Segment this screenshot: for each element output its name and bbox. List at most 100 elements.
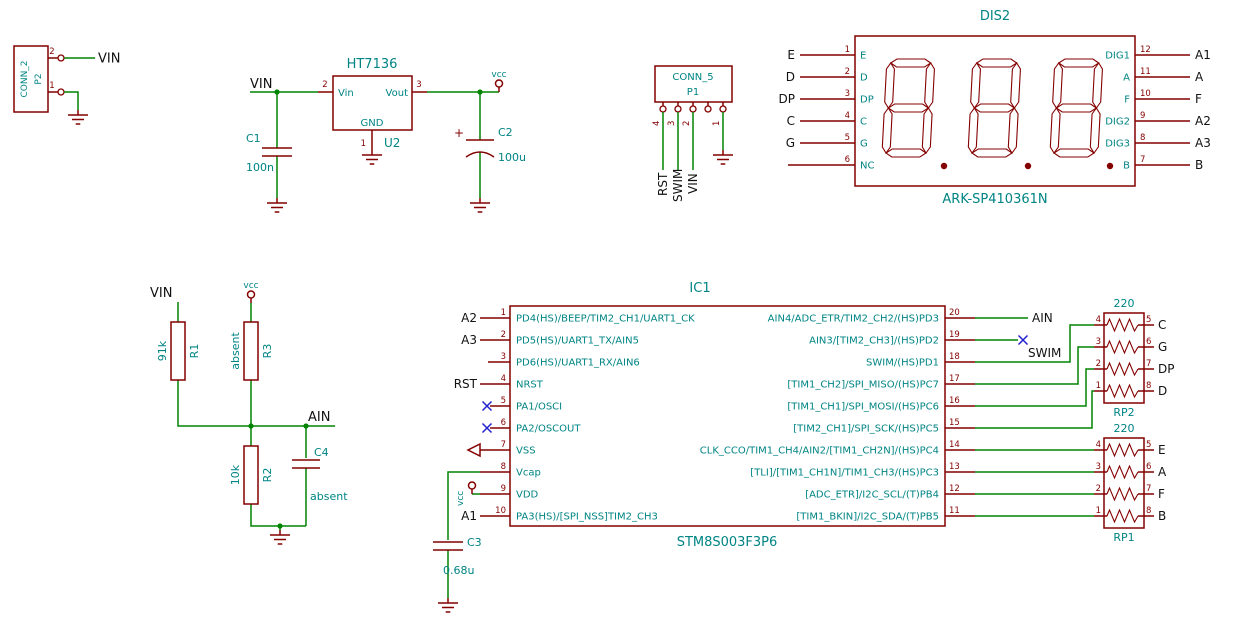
net-label: A: [1195, 70, 1204, 84]
net-label-swim: SWIM: [1028, 346, 1061, 360]
display-left-pin-stubs: [788, 54, 855, 166]
mcu-ic1: IC1 STM8S003F3P6 1 2 3 4 5 6 7 8 9 10 PD…: [433, 281, 1094, 613]
rp1-pin-number: 5: [1146, 440, 1151, 450]
c2-ref: C2: [498, 126, 513, 139]
ic1-pin-number: 2: [501, 330, 506, 340]
ic1-pin-number: 1: [501, 308, 506, 318]
display-pin-name: DIG3: [1105, 139, 1130, 150]
vcc-label: vcc: [243, 281, 258, 291]
display-pin-name: D: [860, 73, 868, 84]
rp2-ref: RP2: [1113, 406, 1134, 419]
net-label: A1: [461, 509, 477, 523]
ic1-pin-name: [TIM2_CH1]/SPI_SCK/(HS)PC5: [793, 424, 939, 435]
net-label: RST: [454, 377, 478, 391]
regulator-pin-gnd: GND: [361, 118, 384, 129]
conn5-pin-stubs: [662, 102, 724, 106]
connector-p1: CONN_5 P1 4 3 2 1 RST SWIM VIN: [652, 65, 734, 202]
net-label: A: [1158, 465, 1167, 479]
display-pin-number: 10: [1140, 89, 1151, 99]
ic1-pin-name: VSS: [516, 446, 536, 457]
ic1-part: STM8S003F3P6: [677, 535, 778, 550]
c4-value: absent: [310, 490, 348, 503]
rp1-pin-number: 3: [1096, 462, 1101, 472]
rp2-pin-number: 3: [1096, 337, 1101, 347]
capacitor-c1: [262, 147, 292, 157]
rp1-ref: RP1: [1113, 531, 1134, 544]
net-label: E: [787, 48, 795, 62]
rp1-pin-number: 2: [1096, 484, 1101, 494]
capacitor-c2: [465, 139, 495, 158]
conn5-pin-number: 3: [667, 121, 677, 126]
conn2-value: CONN_2: [20, 60, 30, 97]
voltage-divider: VIN AIN vcc 91k R1 absent R3 10k R2 C4 a…: [150, 281, 348, 545]
pin-circle: [57, 88, 65, 96]
display-pin-number: 3: [845, 89, 850, 99]
ic1-ref: IC1: [689, 281, 710, 296]
decimal-point: [1106, 162, 1114, 170]
net-label: F: [1195, 92, 1202, 106]
c2-plus-sign: +: [454, 126, 464, 140]
divider-wires: [177, 302, 335, 530]
ic1-pin-number: 19: [949, 330, 960, 340]
rp2-pin-number: 4: [1096, 315, 1101, 325]
net-label-swim: SWIM: [671, 169, 685, 202]
rp2-pin-stubs: [1094, 324, 1154, 392]
ic1-pin-name: VDD: [516, 490, 539, 501]
display-pin-name: NC: [860, 161, 874, 172]
conn2-body: [13, 45, 49, 113]
conn5-ref: P1: [687, 87, 699, 98]
ic1-pin-number: 11: [949, 506, 960, 516]
regulator-wires: [250, 91, 499, 198]
ic1-right-pin-stubs: [945, 317, 975, 517]
display-pin-number: 12: [1140, 45, 1151, 55]
r3-value: absent: [229, 332, 242, 370]
ic1-pin-number: 3: [501, 352, 506, 362]
c1-ref: C1: [246, 132, 261, 145]
display-pin-number: 9: [1140, 111, 1145, 121]
ic1-left-pin-stubs: [480, 317, 510, 517]
rp2-pin-number: 5: [1146, 315, 1151, 325]
conn5-pin-number: 1: [712, 121, 722, 126]
display-pin-name: E: [860, 51, 866, 62]
display-pin-number: 2: [845, 67, 850, 77]
net-label-rst: RST: [656, 172, 670, 196]
regulator-pin-vout: Vout: [386, 88, 409, 99]
display-pin-name: C: [860, 117, 867, 128]
display-pin-number: 7: [1140, 155, 1145, 165]
regulator-pin1-number: 1: [361, 139, 366, 149]
c4-ref: C4: [314, 446, 329, 459]
display-pin-name: F: [1124, 95, 1130, 106]
ic1-pin-name: PD6(HS)/UART1_RX/AIN6: [516, 358, 640, 369]
net-label: E: [1158, 443, 1166, 457]
r2-value: 10k: [229, 464, 242, 485]
vcc-label: vcc: [456, 491, 466, 506]
display-dis2: DIS2 ARK-SP410361N 1 2 3 4 5 6 E D DP C …: [779, 9, 1211, 207]
ic1-pin-name: [TLI]/[TIM1_CH1N]/TIM1_CH3/(HS)PC3: [750, 468, 939, 479]
pin-circle: [659, 105, 667, 113]
r2-ref: R2: [261, 468, 274, 483]
net-label: DP: [779, 92, 795, 106]
display-part: ARK-SP410361N: [942, 192, 1047, 207]
display-pin-number: 11: [1140, 67, 1151, 77]
display-pin-name: G: [860, 139, 868, 150]
ic1-pin-number: 13: [949, 462, 960, 472]
junction-dot: [274, 89, 280, 95]
net-label-ain: AIN: [1032, 311, 1053, 325]
rp1-pin-number: 8: [1146, 506, 1151, 516]
net-label-vin: VIN: [98, 52, 120, 67]
rp2-pin-number: 2: [1096, 359, 1101, 369]
regulator-u2: HT7136 Vin Vout GND 2 3 1 U2 VIN C1 100n…: [246, 57, 526, 213]
net-label: G: [1158, 340, 1167, 354]
ic1-pin-name: PA3(HS)/[SPI_NSS]TIM2_CH3: [516, 512, 658, 523]
resistor-r2: [243, 445, 259, 505]
ic1-pin-number: 10: [495, 506, 506, 516]
junction-dot: [277, 523, 283, 529]
junction-dot: [248, 423, 254, 429]
r1-value: 91k: [156, 340, 169, 361]
ic1-pin-number: 8: [501, 462, 506, 472]
ic1-pin-name: CLK_CCO/TIM1_CH4/AIN2/[TIM1_CH2N]/(HS)PC…: [700, 446, 939, 457]
display-pin-number: 6: [845, 155, 850, 165]
net-label: G: [786, 136, 795, 150]
